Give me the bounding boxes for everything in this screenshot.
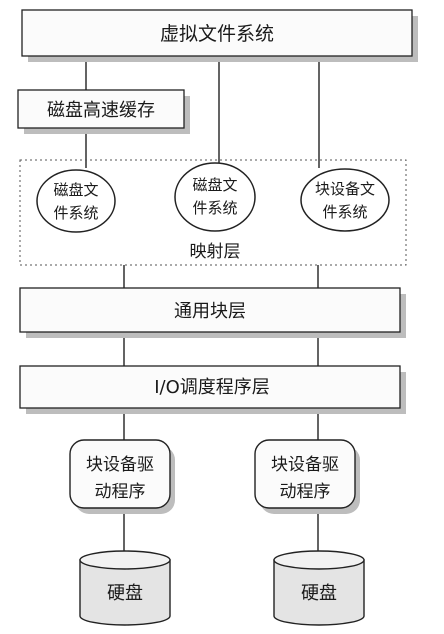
- generic-block-label: 通用块层: [174, 301, 246, 322]
- vfs-box: [21, 9, 413, 57]
- driver-right-box: [254, 439, 356, 509]
- driver-right-line2: 动程序: [280, 482, 331, 502]
- filesystem-blockdev-line1: 块设备文: [315, 180, 375, 198]
- disk-left-label: 硬盘: [107, 583, 143, 604]
- filesystem-disk-1-line1: 磁盘文: [53, 181, 98, 199]
- disk-cache-layer: 磁盘高速缓存: [17, 89, 190, 134]
- io-scheduler-box: [19, 365, 401, 409]
- filesystem-disk-2-line2: 件系统: [192, 199, 237, 217]
- generic-block-box: [19, 287, 401, 333]
- disk-left: 硬盘: [79, 550, 171, 626]
- driver-left: 块设备驱 动程序: [69, 439, 175, 514]
- disk-left-top: [79, 550, 171, 570]
- filesystem-blockdev-ellipse: [300, 168, 390, 232]
- driver-right: 块设备驱 动程序: [254, 439, 360, 514]
- disk-right: 硬盘: [273, 550, 365, 626]
- driver-left-box: [69, 439, 171, 509]
- driver-right-line1: 块设备驱: [271, 455, 339, 475]
- mapping-layer: 磁盘文 件系统 磁盘文 件系统 块设备文 件系统 映射层: [19, 159, 407, 266]
- filesystem-disk-1-ellipse: [36, 169, 116, 233]
- filesystem-disk-2-line1: 磁盘文: [192, 176, 237, 194]
- disk-left-body: [79, 559, 171, 626]
- filesystem-disk-2: 磁盘文 件系统: [174, 162, 256, 232]
- filesystem-blockdev: 块设备文 件系统: [300, 168, 390, 232]
- filesystem-disk-2-ellipse: [174, 162, 256, 232]
- io-scheduler-layer: I/O调度程序层: [19, 365, 406, 414]
- disk-right-label: 硬盘: [301, 583, 337, 604]
- connectors: [85, 62, 320, 552]
- vfs-layer: 虚拟文件系统: [21, 9, 418, 62]
- filesystem-disk-1: 磁盘文 件系统: [36, 169, 116, 233]
- generic-block-layer: 通用块层: [19, 287, 406, 338]
- disk-cache-label: 磁盘高速缓存: [47, 100, 155, 121]
- disk-right-body: [273, 559, 365, 626]
- disk-cache-box: [17, 89, 185, 129]
- filesystem-blockdev-line2: 件系统: [322, 203, 367, 221]
- driver-left-line1: 块设备驱: [86, 455, 154, 475]
- io-scheduler-label: I/O调度程序层: [154, 377, 270, 398]
- filesystem-disk-1-line2: 件系统: [53, 204, 98, 222]
- disk-right-top: [273, 550, 365, 570]
- mapping-layer-label: 映射层: [190, 242, 241, 262]
- driver-left-line2: 动程序: [95, 482, 146, 502]
- vfs-label: 虚拟文件系统: [160, 23, 274, 45]
